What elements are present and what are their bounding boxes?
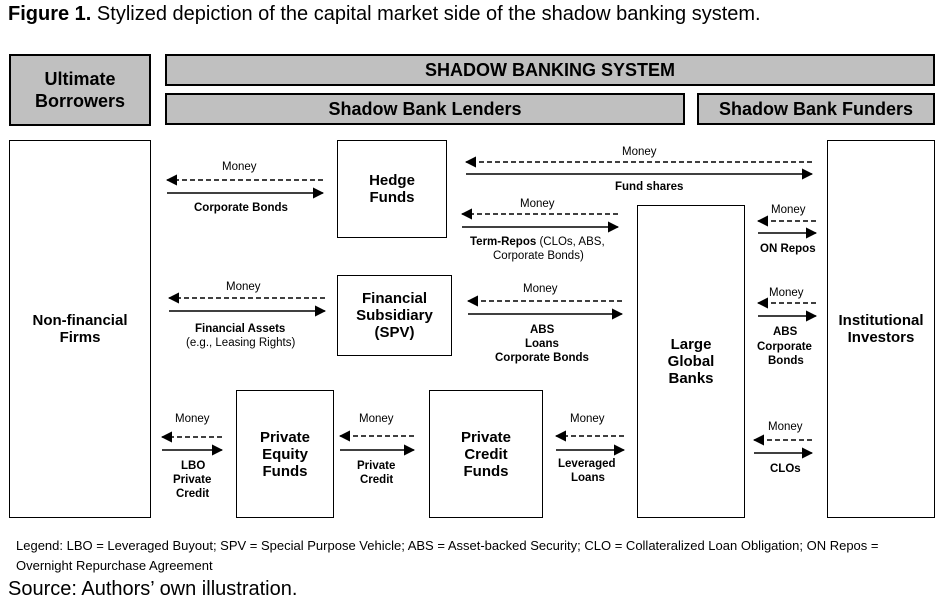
term-repos-detail: (CLOs, ABS, bbox=[539, 236, 605, 248]
money-label: Money bbox=[222, 161, 257, 173]
bonds-label: Bonds bbox=[768, 355, 804, 367]
private-label-2: Private bbox=[357, 460, 396, 472]
large-global-banks-box: Large Global Banks bbox=[637, 205, 745, 518]
corporate-label: Corporate bbox=[757, 341, 812, 353]
money-label: Money bbox=[771, 204, 806, 216]
money-label: Money bbox=[769, 287, 804, 299]
money-label: Money bbox=[768, 421, 803, 433]
loans-label: Loans bbox=[525, 338, 559, 350]
private-equity-funds-label: Private Equity Funds bbox=[259, 428, 311, 480]
institutional-investors-box: Institutional Investors bbox=[827, 140, 935, 518]
figure-number: Figure 1. bbox=[8, 3, 92, 25]
fund-shares-label: Fund shares bbox=[615, 181, 684, 193]
corporate-bonds-label-2: Corporate Bonds bbox=[495, 352, 589, 364]
ultimate-borrowers-label: Ultimate Borrowers bbox=[34, 69, 126, 111]
institutional-investors-label: Institutional Investors bbox=[838, 312, 924, 346]
private-credit-funds-box: Private Credit Funds bbox=[429, 390, 543, 518]
money-label: Money bbox=[520, 198, 555, 210]
corporate-bonds-label: Corporate Bonds bbox=[194, 202, 288, 214]
private-credit-funds-label: Private Credit Funds bbox=[460, 428, 512, 480]
clos-label: CLOs bbox=[770, 463, 801, 475]
private-label: Private bbox=[173, 474, 212, 486]
abs-label: ABS bbox=[530, 324, 555, 336]
figure-title: Figure 1. Stylized depiction of the capi… bbox=[8, 3, 761, 26]
legend-text: Legend: LBO = Leveraged Buyout; SPV = Sp… bbox=[16, 538, 879, 573]
financial-assets-label: Financial Assets bbox=[195, 323, 286, 335]
large-global-banks-label: Large Global Banks bbox=[667, 336, 715, 387]
ultimate-borrowers-header: Ultimate Borrowers bbox=[9, 54, 151, 126]
shadow-banking-system-label: SHADOW BANKING SYSTEM bbox=[424, 60, 675, 80]
shadow-bank-lenders-label: Shadow Bank Lenders bbox=[328, 99, 522, 119]
hedge-funds-label: Hedge Funds bbox=[369, 172, 415, 206]
leasing-rights-label: (e.g., Leasing Rights) bbox=[186, 337, 296, 349]
credit-label-2: Credit bbox=[360, 474, 394, 486]
abs-label-2: ABS bbox=[773, 326, 798, 338]
financial-subsidiary-box: Financial Subsidiary (SPV) bbox=[337, 275, 452, 356]
on-repos-label: ON Repos bbox=[760, 243, 816, 255]
term-repos-line2: Corporate Bonds) bbox=[493, 250, 584, 262]
private-equity-funds-box: Private Equity Funds bbox=[236, 390, 334, 518]
shadow-bank-lenders-header: Shadow Bank Lenders bbox=[165, 93, 685, 125]
credit-label: Credit bbox=[176, 488, 210, 500]
money-label: Money bbox=[523, 283, 558, 295]
shadow-banking-system-header: SHADOW BANKING SYSTEM bbox=[165, 54, 935, 86]
shadow-bank-funders-header: Shadow Bank Funders bbox=[697, 93, 935, 125]
source-text: Source: Authors’ own illustration. bbox=[8, 578, 298, 600]
money-label: Money bbox=[226, 281, 261, 293]
hedge-funds-box: Hedge Funds bbox=[337, 140, 447, 238]
money-label: Money bbox=[570, 413, 605, 425]
term-repos-bold: Term-Repos bbox=[470, 236, 537, 248]
financial-subsidiary-label: Financial Subsidiary (SPV) bbox=[356, 290, 433, 341]
money-label: Money bbox=[622, 146, 657, 158]
non-financial-firms-label: Non-financial Firms bbox=[32, 312, 128, 346]
money-label: Money bbox=[359, 413, 394, 425]
figure-caption: Stylized depiction of the capital market… bbox=[96, 3, 761, 25]
lbo-label: LBO bbox=[181, 460, 206, 472]
leveraged-label: Leveraged bbox=[558, 458, 616, 470]
shadow-bank-funders-label: Shadow Bank Funders bbox=[718, 99, 914, 119]
money-label: Money bbox=[175, 413, 210, 425]
term-repos-label: Term-Repos (CLOs, ABS, bbox=[470, 235, 605, 249]
non-financial-firms-box: Non-financial Firms bbox=[9, 140, 151, 518]
loans-label-2: Loans bbox=[571, 472, 605, 484]
